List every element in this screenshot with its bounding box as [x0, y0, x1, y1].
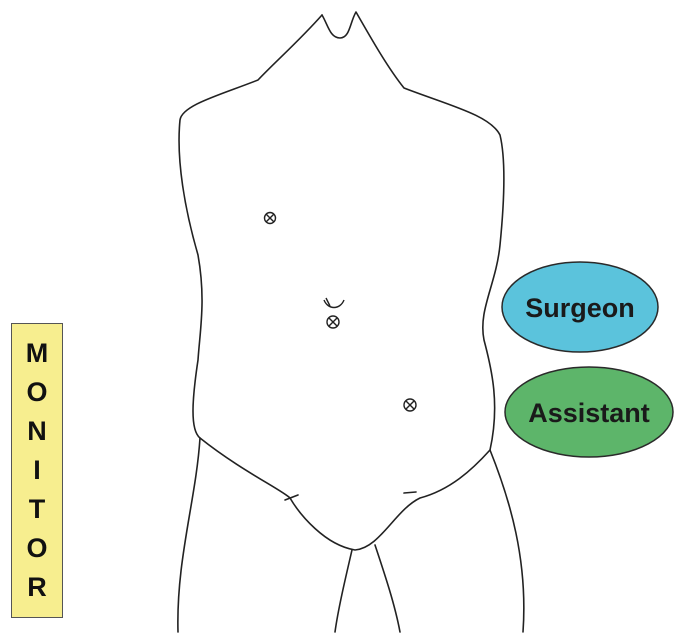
- monitor-letter: M: [26, 340, 49, 367]
- assistant-label: Assistant: [528, 398, 650, 428]
- surgeon-position: Surgeon: [502, 262, 658, 352]
- monitor-letter: I: [33, 457, 41, 484]
- assistant-position: Assistant: [505, 367, 673, 457]
- monitor-letter: O: [26, 535, 47, 562]
- monitor-letter: R: [27, 574, 47, 601]
- monitor-letter: T: [29, 496, 46, 523]
- right-lower-port-icon: [404, 399, 416, 411]
- left-upper-port-icon: [265, 213, 276, 224]
- monitor-position: M O N I T O R: [11, 323, 63, 618]
- surgeon-label: Surgeon: [525, 293, 635, 323]
- patient-torso-outline: [178, 12, 524, 632]
- monitor-letter: N: [27, 418, 47, 445]
- monitor-letter: O: [26, 379, 47, 406]
- umbilical-port-icon: [324, 298, 344, 328]
